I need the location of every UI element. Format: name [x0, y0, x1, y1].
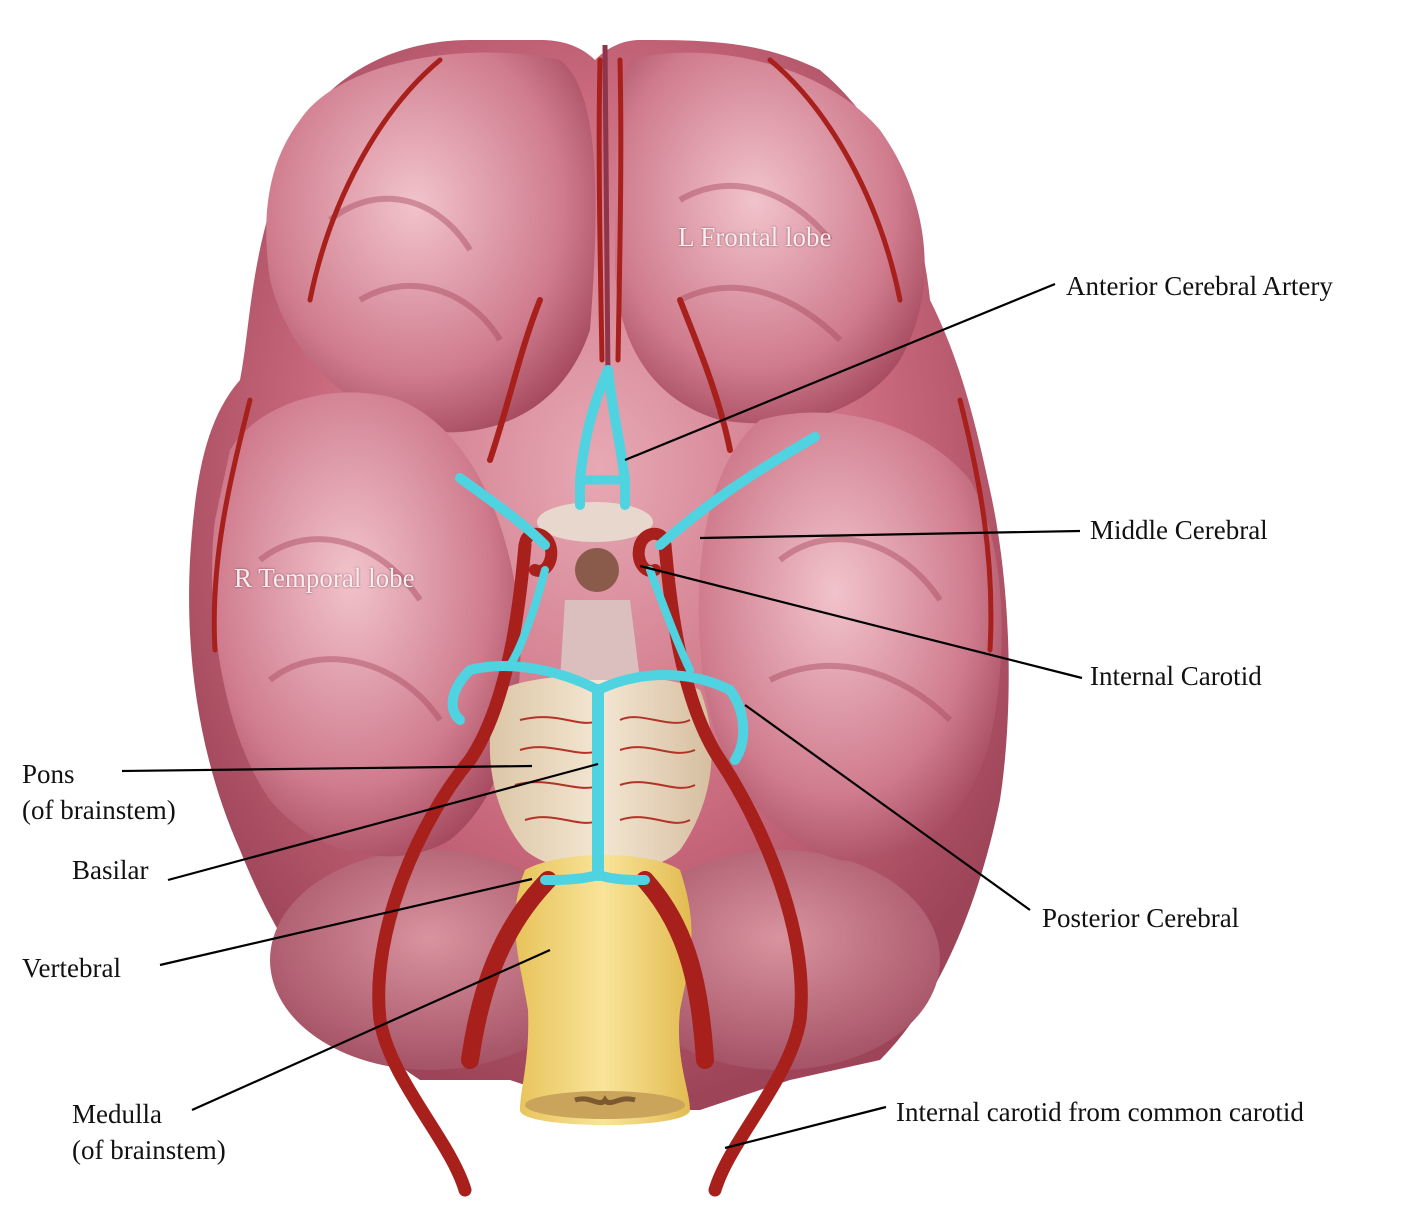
label-pons-subtitle: (of brainstem) — [22, 795, 176, 825]
medulla — [515, 855, 692, 1125]
vertebral-right — [461, 871, 557, 1069]
vertebral-junction — [540, 870, 650, 885]
leader-lines — [121, 282, 1083, 1150]
spinal-cord-grey-matter — [574, 1095, 636, 1106]
surface-vessel-4 — [767, 57, 903, 303]
leader-internal-carotid-common — [724, 1105, 887, 1150]
surface-vessel-8 — [615, 57, 624, 363]
leader-posterior-cerebral — [744, 704, 1031, 911]
label-pons: Pons — [22, 759, 75, 789]
vertebral-left — [636, 871, 714, 1069]
surface-vessel-7 — [596, 57, 605, 363]
leader-medulla — [191, 948, 551, 1112]
pons-vessels — [514, 716, 696, 824]
temporal-lobe-right — [212, 392, 521, 857]
label-posterior-cerebral: Posterior Cerebral — [1042, 903, 1240, 933]
surface-vessel-6 — [957, 397, 994, 653]
surface-vessel-2 — [677, 297, 733, 453]
posterior-communicating-left — [646, 566, 694, 674]
leader-middle-cerebral — [699, 529, 1081, 540]
label-middle-cerebral: Middle Cerebral — [1090, 515, 1268, 545]
gyri-lines — [258, 183, 953, 723]
label-anterior-cerebral-artery: Anterior Cerebral Artery — [1066, 271, 1333, 301]
leader-pons — [121, 764, 533, 773]
leader-internal-carotid — [639, 564, 1083, 680]
internal-carotid-right — [372, 538, 532, 1197]
label-frontal-lobe: L Frontal lobe — [678, 222, 832, 252]
surface-vessel-1 — [487, 297, 543, 463]
optic-chiasm — [537, 502, 653, 542]
leader-anterior-cerebral — [624, 282, 1056, 462]
surface-vessel-5 — [211, 397, 253, 653]
cerebellum-right — [270, 850, 590, 1070]
temporal-lobe-left — [698, 412, 1002, 862]
midbrain — [560, 600, 640, 680]
posterior-cerebral-right — [447, 661, 603, 725]
pituitary — [575, 548, 619, 592]
label-basilar: Basilar — [72, 855, 149, 885]
posterior-communicating-right — [506, 566, 549, 669]
leader-vertebral — [159, 877, 533, 967]
leader-basilar — [167, 762, 599, 882]
posterior-cerebral-left — [593, 670, 749, 765]
label-medulla-subtitle: (of brainstem) — [72, 1135, 226, 1165]
label-internal-carotid: Internal Carotid — [1090, 661, 1262, 691]
middle-cerebral-left — [655, 432, 820, 550]
longitudinal-fissure — [602, 44, 611, 381]
label-vertebral: Vertebral — [22, 953, 121, 983]
spinal-cord-section — [525, 1091, 685, 1119]
label-internal-carotid-common: Internal carotid from common carotid — [896, 1097, 1304, 1127]
label-temporal-lobe: R Temporal lobe — [234, 563, 415, 593]
middle-cerebral-right — [455, 473, 550, 550]
circle-of-willis — [447, 365, 820, 885]
surface-vessel-3 — [307, 57, 443, 303]
label-medulla: Medulla — [72, 1099, 162, 1129]
frontal-lobe-right — [266, 52, 596, 433]
